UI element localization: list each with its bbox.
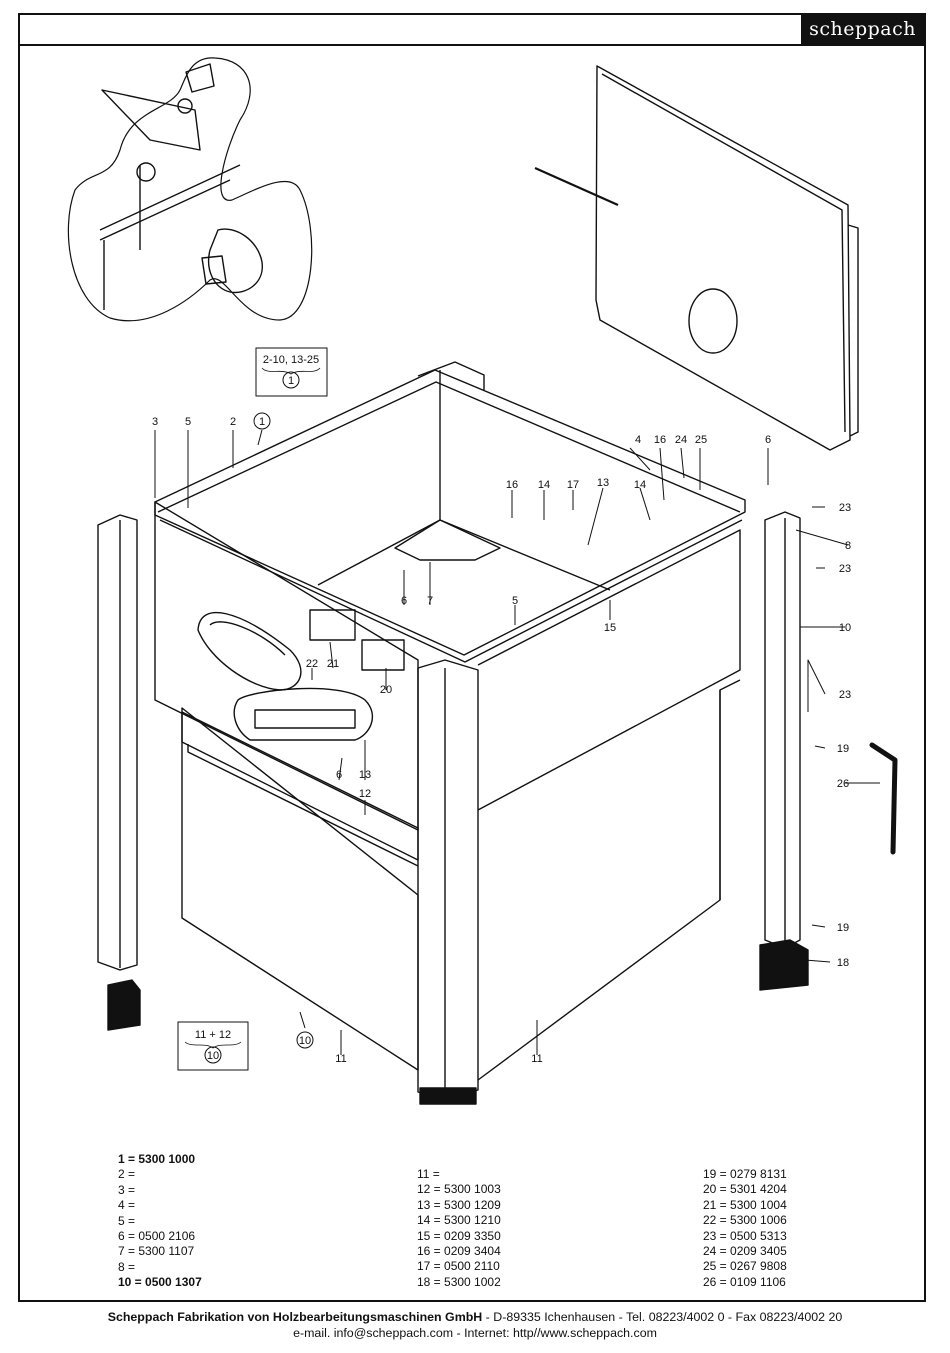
parts-list-item: 2 =: [118, 1167, 136, 1182]
group-box-upper-range: 2-10, 13-25: [263, 354, 319, 366]
footer-address-line: Scheppach Fabrikation von Holzbearbeitun…: [0, 1309, 950, 1325]
parts-list-item: 12 = 5300 1003: [417, 1182, 501, 1197]
parts-list-column-3: 19 = 0279 8131 20 = 5301 4204 21 = 5300 …: [703, 1167, 787, 1290]
parts-list-item: 19 = 0279 8131: [703, 1167, 787, 1181]
parts-list-item: 13 = 5300 1209: [417, 1197, 501, 1212]
foot-caps: [107, 939, 809, 1031]
callout-8: 8: [845, 540, 851, 552]
callout-circle-1: [253, 412, 271, 430]
callout-11: 11: [531, 1053, 542, 1065]
callout-24: 24: [675, 434, 687, 446]
callout-23: 23: [839, 689, 851, 701]
parts-list-item: 25 = 0267 9808: [703, 1259, 787, 1274]
callout-13: 13: [359, 769, 371, 781]
parts-list-item: 23 = 0500 5313: [703, 1228, 787, 1243]
parts-list-item: 8 =: [118, 1259, 136, 1274]
callout-14: 14: [538, 479, 550, 491]
callout-5: 5: [185, 416, 191, 428]
parts-list-item: 10 = 0500 1307: [118, 1275, 202, 1290]
callout-3: 3: [152, 416, 158, 428]
top-frame: [154, 361, 746, 663]
parts-list-item: 6 = 0500 2106: [118, 1229, 196, 1244]
parts-list-item: 22 = 5300 1006: [703, 1213, 787, 1228]
parts-list-item: 20 = 5301 4204: [703, 1182, 787, 1197]
callout-2: 2: [230, 416, 236, 428]
parts-list-column-2: 11 = 12 = 5300 1003 13 = 5300 1209 14 = …: [417, 1167, 501, 1290]
callout-14: 14: [634, 479, 646, 491]
group-box-lower: 11 + 12 10: [177, 1021, 249, 1071]
callout-7: 7: [427, 595, 433, 607]
parts-list-item: 1 = 5300 1000: [118, 1152, 196, 1166]
callout-4: 4: [635, 434, 641, 446]
parts-list-item: 21 = 5300 1004: [703, 1197, 787, 1212]
callout-18: 18: [837, 957, 849, 969]
callout-10: 10: [839, 622, 851, 634]
parts-list-item: 16 = 0209 3404: [417, 1244, 501, 1259]
parts-list-item: 26 = 0109 1106: [703, 1274, 786, 1289]
footer: Scheppach Fabrikation von Holzbearbeitun…: [0, 1309, 950, 1341]
callout-19: 19: [837, 743, 849, 755]
callout-labels: 3 5 2 1 4 16 24 25 6 23 8 23 10 23 19 26…: [152, 416, 851, 1065]
callout-1: 1: [259, 416, 265, 428]
callout-5: 5: [512, 595, 518, 607]
left-side-panel: [154, 501, 419, 1071]
callout-16: 16: [506, 479, 518, 491]
callout-12: 12: [359, 788, 371, 800]
callout-17: 17: [567, 479, 579, 491]
footer-address: - D-89335 Ichenhausen - Tel. 08223/4002 …: [482, 1310, 843, 1324]
parts-list-item: 11 =: [417, 1167, 440, 1181]
callout-6: 6: [765, 434, 771, 446]
callout-16: 16: [654, 434, 666, 446]
callout-21: 21: [327, 658, 339, 670]
callout-15: 15: [604, 622, 616, 634]
callout-25: 25: [695, 434, 707, 446]
brand-logo: scheppach: [801, 15, 924, 44]
callout-10: 10: [299, 1035, 311, 1047]
header-bar: scheppach: [18, 13, 926, 46]
callout-11: 11: [335, 1053, 346, 1065]
parts-list-item: 3 =: [118, 1182, 136, 1197]
back-panel: [534, 65, 859, 451]
footer-company: Scheppach Fabrikation von Holzbearbeitun…: [107, 1310, 483, 1324]
parts-list-item: 7 = 5300 1107: [118, 1244, 195, 1259]
callout-6: 6: [401, 595, 407, 607]
callout-13: 13: [597, 477, 609, 489]
leader-lines: [154, 429, 880, 1055]
group-box-lower-number: 10: [207, 1050, 219, 1062]
parts-list-item: 17 = 0500 2110: [417, 1259, 500, 1274]
callout-19: 19: [837, 922, 849, 934]
group-box-lower-range: 11 + 12: [195, 1029, 231, 1041]
parts-list-item: 15 = 0209 3350: [417, 1228, 501, 1243]
callout-22: 22: [306, 658, 318, 670]
callout-23: 23: [839, 563, 851, 575]
page-frame: [18, 46, 926, 1302]
callout-23: 23: [839, 502, 851, 514]
callout-26: 26: [837, 778, 849, 790]
allen-key: [869, 742, 898, 855]
callout-6: 6: [336, 769, 342, 781]
parts-list-column-1: 1 = 5300 1000 2 = 3 = 4 = 5 = 6 = 0500 2…: [118, 1152, 202, 1291]
parts-list-item: 18 = 5300 1002: [417, 1274, 501, 1289]
parts-list-item: 14 = 5300 1210: [417, 1213, 501, 1228]
right-leg: [764, 511, 801, 949]
group-box-upper-number: 1: [288, 375, 294, 387]
parts-list-item: 24 = 0209 3405: [703, 1244, 787, 1259]
parts-list-item: 4 =: [118, 1198, 136, 1213]
parts-list-item: 5 =: [118, 1213, 136, 1228]
right-side-panel: [477, 529, 741, 1081]
left-leg: [97, 514, 138, 971]
callout-20: 20: [380, 684, 392, 696]
callout-circle-10: [296, 1031, 314, 1049]
group-box-upper: 2-10, 13-25 1: [255, 347, 328, 397]
footer-contact: e-mail. info@scheppach.com - Internet: h…: [293, 1326, 657, 1340]
front-leg: [417, 659, 479, 1105]
dust-port-detail: [67, 57, 313, 322]
